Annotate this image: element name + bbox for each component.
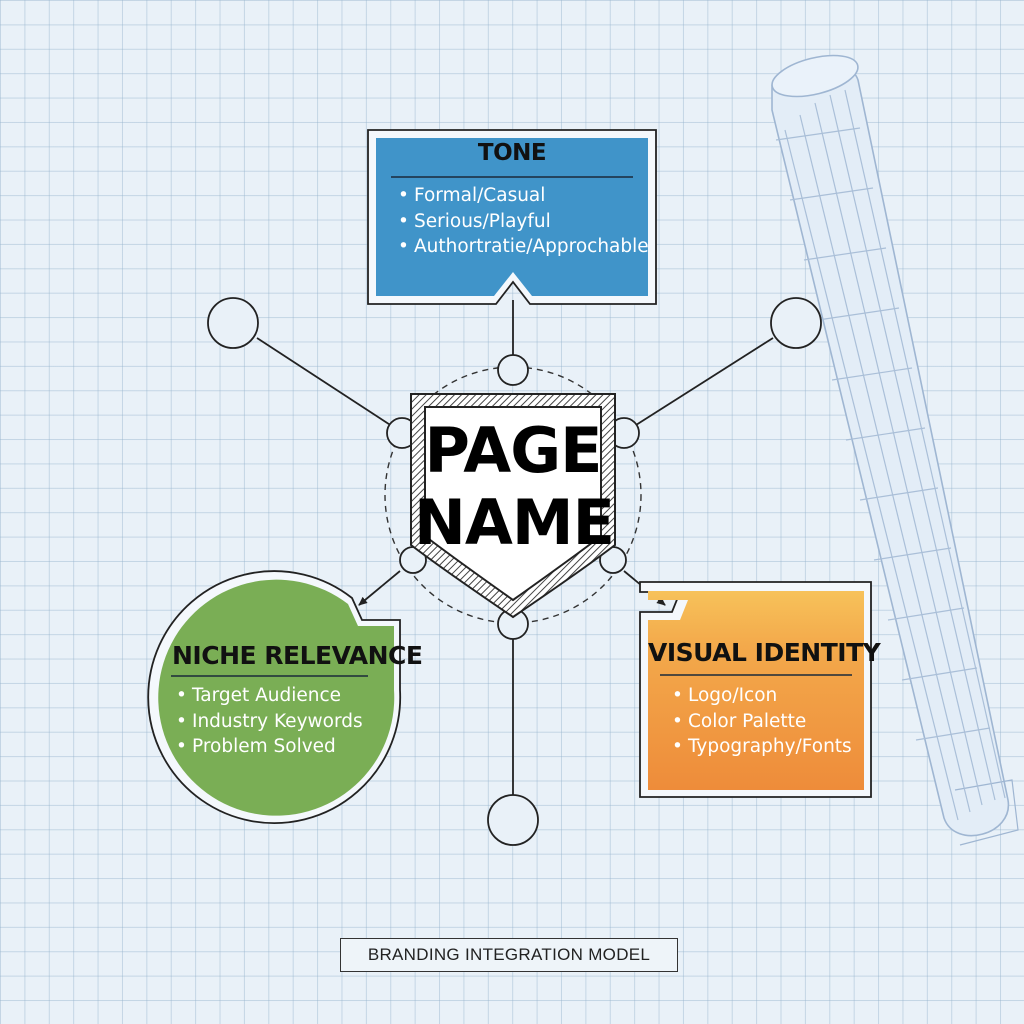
center-shield — [410, 393, 616, 619]
niche-relevance-item: Problem Solved — [176, 734, 363, 760]
niche-relevance-list: Target Audience Industry Keywords Proble… — [176, 683, 363, 760]
joint-node-top — [497, 354, 529, 386]
connector-lines — [256, 300, 774, 795]
tone-item: Formal/Casual — [398, 183, 649, 209]
tone-item: Serious/Playful — [398, 209, 649, 235]
outer-node-bottom — [487, 794, 539, 846]
blueprint-roll-illustration — [771, 54, 1019, 846]
visual-identity-title: VISUAL IDENTITY — [648, 638, 881, 667]
tone-item: Authortratie/Approchable — [398, 234, 649, 260]
tone-list: Formal/Casual Serious/Playful Authortrat… — [398, 183, 649, 260]
outer-node-right — [770, 297, 822, 349]
footer-caption: BRANDING INTEGRATION MODEL — [340, 938, 678, 972]
visual-identity-item: Typography/Fonts — [672, 734, 852, 760]
outer-node-left — [207, 297, 259, 349]
center-page-name-label: PAGE NAME — [414, 414, 615, 559]
visual-identity-list: Logo/Icon Color Palette Typography/Fonts — [672, 683, 852, 760]
visual-identity-item: Logo/Icon — [672, 683, 852, 709]
niche-relevance-title: NICHE RELEVANCE — [172, 641, 423, 670]
niche-relevance-item: Target Audience — [176, 683, 363, 709]
niche-relevance-item: Industry Keywords — [176, 709, 363, 735]
node-circles — [207, 297, 822, 846]
tone-title: TONE — [477, 140, 547, 166]
visual-identity-item: Color Palette — [672, 709, 852, 735]
